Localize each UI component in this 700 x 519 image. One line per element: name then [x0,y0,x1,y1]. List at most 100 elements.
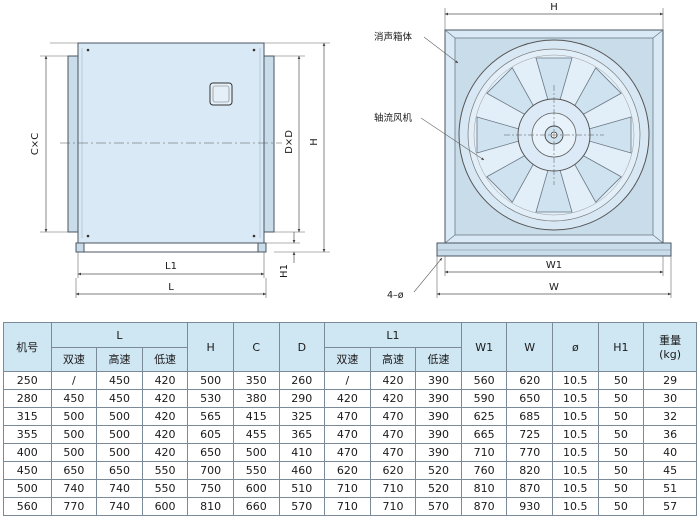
table-cell: 420 [369,371,417,390]
table-cell: 50 [597,461,645,480]
table-cell: 870 [506,479,554,498]
header-l: L [50,322,189,348]
dim-w1-label: W1 [546,260,562,271]
header-c: C [232,322,280,372]
table-cell: 45 [643,461,697,480]
dim-dxd-label: D×D [284,130,295,154]
table-cell: 470 [369,425,417,444]
table-cell: 710 [369,497,417,516]
callout-axial-fan: 轴流风机 [374,112,413,124]
table-cell: 710 [324,479,371,498]
table-cell: 810 [460,479,508,498]
table-cell: 500 [3,479,52,498]
header-weight: 重量 (kg) [643,322,697,372]
table-cell: 870 [460,497,508,516]
table-cell: 470 [324,425,371,444]
table-cell: 450 [96,371,143,390]
table-cell: 260 [278,371,326,390]
table-cell: 530 [187,389,234,408]
technical-drawing: C×C D×D H H1 L1 L H [30,2,672,301]
table-cell: 420 [369,389,417,408]
table-cell: 600 [141,497,189,516]
table-cell: 930 [506,497,554,516]
table-cell: / [50,371,98,390]
dim-cxc-label: C×C [30,133,41,155]
table-cell: 410 [278,443,326,462]
table-cell: 10.5 [552,443,599,462]
table-cell: 520 [415,479,462,498]
table-cell: 450 [96,389,143,408]
table-cell: 565 [187,407,234,426]
table-cell: 250 [3,371,52,390]
table-cell: 660 [232,497,280,516]
table-cell: 350 [232,371,280,390]
table-cell: 10.5 [552,389,599,408]
table-cell: 380 [232,389,280,408]
table-cell: 36 [643,425,697,444]
front-right-flange [263,55,275,233]
table-cell: 500 [50,407,98,426]
header-l-low: 低速 [141,347,189,372]
header-weight-unit: (kg) [659,347,682,361]
table-cell: 560 [460,371,508,390]
table-cell: 550 [141,461,189,480]
table-cell: 500 [232,443,280,462]
table-cell: 390 [415,389,462,408]
header-w1: W1 [460,322,508,372]
header-d: D [278,322,326,372]
table-cell: 650 [506,389,554,408]
header-h1: H1 [597,322,645,372]
table-cell: 725 [506,425,554,444]
table-cell: 10.5 [552,371,599,390]
table-cell: 500 [50,443,98,462]
table-cell: 570 [278,497,326,516]
front-view: C×C D×D H H1 L1 L [30,42,330,298]
table-cell: 550 [141,479,189,498]
table-cell: 420 [141,371,189,390]
mounting-holes-label: 4–ø [387,290,404,301]
table-cell: 470 [369,407,417,426]
table-cell: 470 [369,443,417,462]
table-cell: 470 [324,443,371,462]
table-cell: 10.5 [552,479,599,498]
table-cell: 620 [369,461,417,480]
table-cell: 550 [232,461,280,480]
fan-blades [476,57,632,213]
side-view: H 消声 [374,2,672,301]
dim-h-label-side: H [550,2,558,13]
table-cell: 50 [597,443,645,462]
table-cell: / [324,371,371,390]
table-cell: 500 [96,425,143,444]
table-cell: 710 [369,479,417,498]
table-cell: 740 [50,479,98,498]
table-cell: 520 [415,461,462,480]
table-cell: 650 [50,461,98,480]
table-cell: 700 [187,461,234,480]
table-cell: 450 [50,389,98,408]
table-cell: 390 [415,371,462,390]
table-cell: 650 [96,461,143,480]
table-cell: 280 [3,389,52,408]
front-foot-left [75,242,85,253]
front-left-flange [67,55,79,233]
table-cell: 420 [141,425,189,444]
dim-h1-label: H1 [279,264,290,278]
header-phi: ø [552,322,599,372]
header-l1-low: 低速 [415,347,462,372]
header-weight-label: 重量 [659,333,682,347]
table-cell: 665 [460,425,508,444]
table-cell: 760 [460,461,508,480]
table-cell: 740 [96,479,143,498]
header-l1-high: 高速 [369,347,417,372]
table-cell: 710 [324,497,371,516]
table-cell: 500 [187,371,234,390]
table-cell: 450 [3,461,52,480]
table-cell: 620 [506,371,554,390]
table-cell: 650 [187,443,234,462]
